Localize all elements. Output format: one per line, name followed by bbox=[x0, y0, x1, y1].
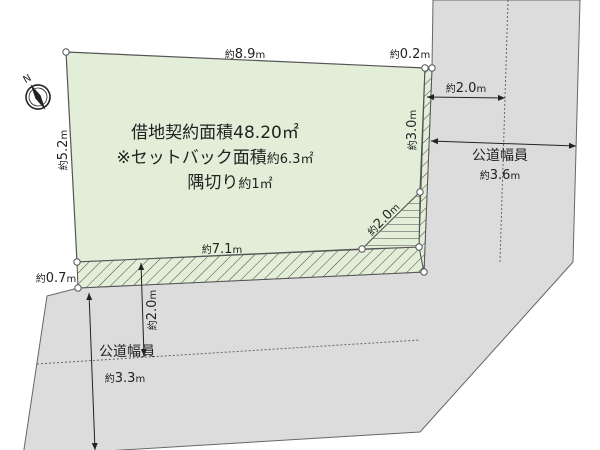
corner-cut-value: 約1㎡ bbox=[238, 177, 272, 192]
south-road-width: 約3.3m bbox=[105, 371, 145, 386]
dim-bottom-left-setback: 約0.7m bbox=[36, 271, 76, 286]
south-road-label: 公道幅員 bbox=[99, 344, 155, 360]
dim-south-centerline: 約2.0m bbox=[145, 290, 160, 330]
east-centerline-arrow bbox=[426, 94, 506, 101]
lease-area-text: 借地契約面積48.20㎡ bbox=[131, 123, 299, 143]
dim-top: 約8.9m bbox=[225, 47, 265, 62]
east-road-label: 公道幅員 bbox=[472, 148, 528, 164]
south-road-width-arrow bbox=[86, 292, 98, 450]
north-label: N bbox=[22, 73, 34, 86]
dim-right: 約3.0m bbox=[405, 110, 420, 150]
corner-cut-area-text: 隅切り約1㎡ bbox=[187, 173, 272, 193]
corner-cut-label: 隅切り bbox=[187, 173, 238, 193]
dim-east-centerline: 約2.0m bbox=[446, 81, 486, 96]
area-summary: 借地契約面積48.20㎡ ※セットバック面積約6.3㎡ 隅切り約1㎡ bbox=[117, 123, 314, 193]
setback-area-text: ※セットバック面積約6.3㎡ bbox=[117, 148, 314, 168]
setback-label: ※セットバック面積 bbox=[117, 148, 267, 168]
dim-bottom: 約7.1m bbox=[202, 242, 242, 257]
corner-cut-area bbox=[360, 190, 421, 250]
setback-value: 約6.3㎡ bbox=[267, 152, 314, 167]
north-arrow-compass-icon: N bbox=[22, 73, 51, 110]
east-road-width: 約3.6m bbox=[480, 168, 520, 183]
dim-top-right-setback: 約0.2m bbox=[390, 47, 430, 62]
east-road-width-arrow bbox=[430, 138, 577, 149]
south-centerline-arrow bbox=[138, 262, 147, 357]
corner-markers bbox=[62, 48, 436, 292]
dim-left: 約5.2m bbox=[56, 130, 71, 170]
